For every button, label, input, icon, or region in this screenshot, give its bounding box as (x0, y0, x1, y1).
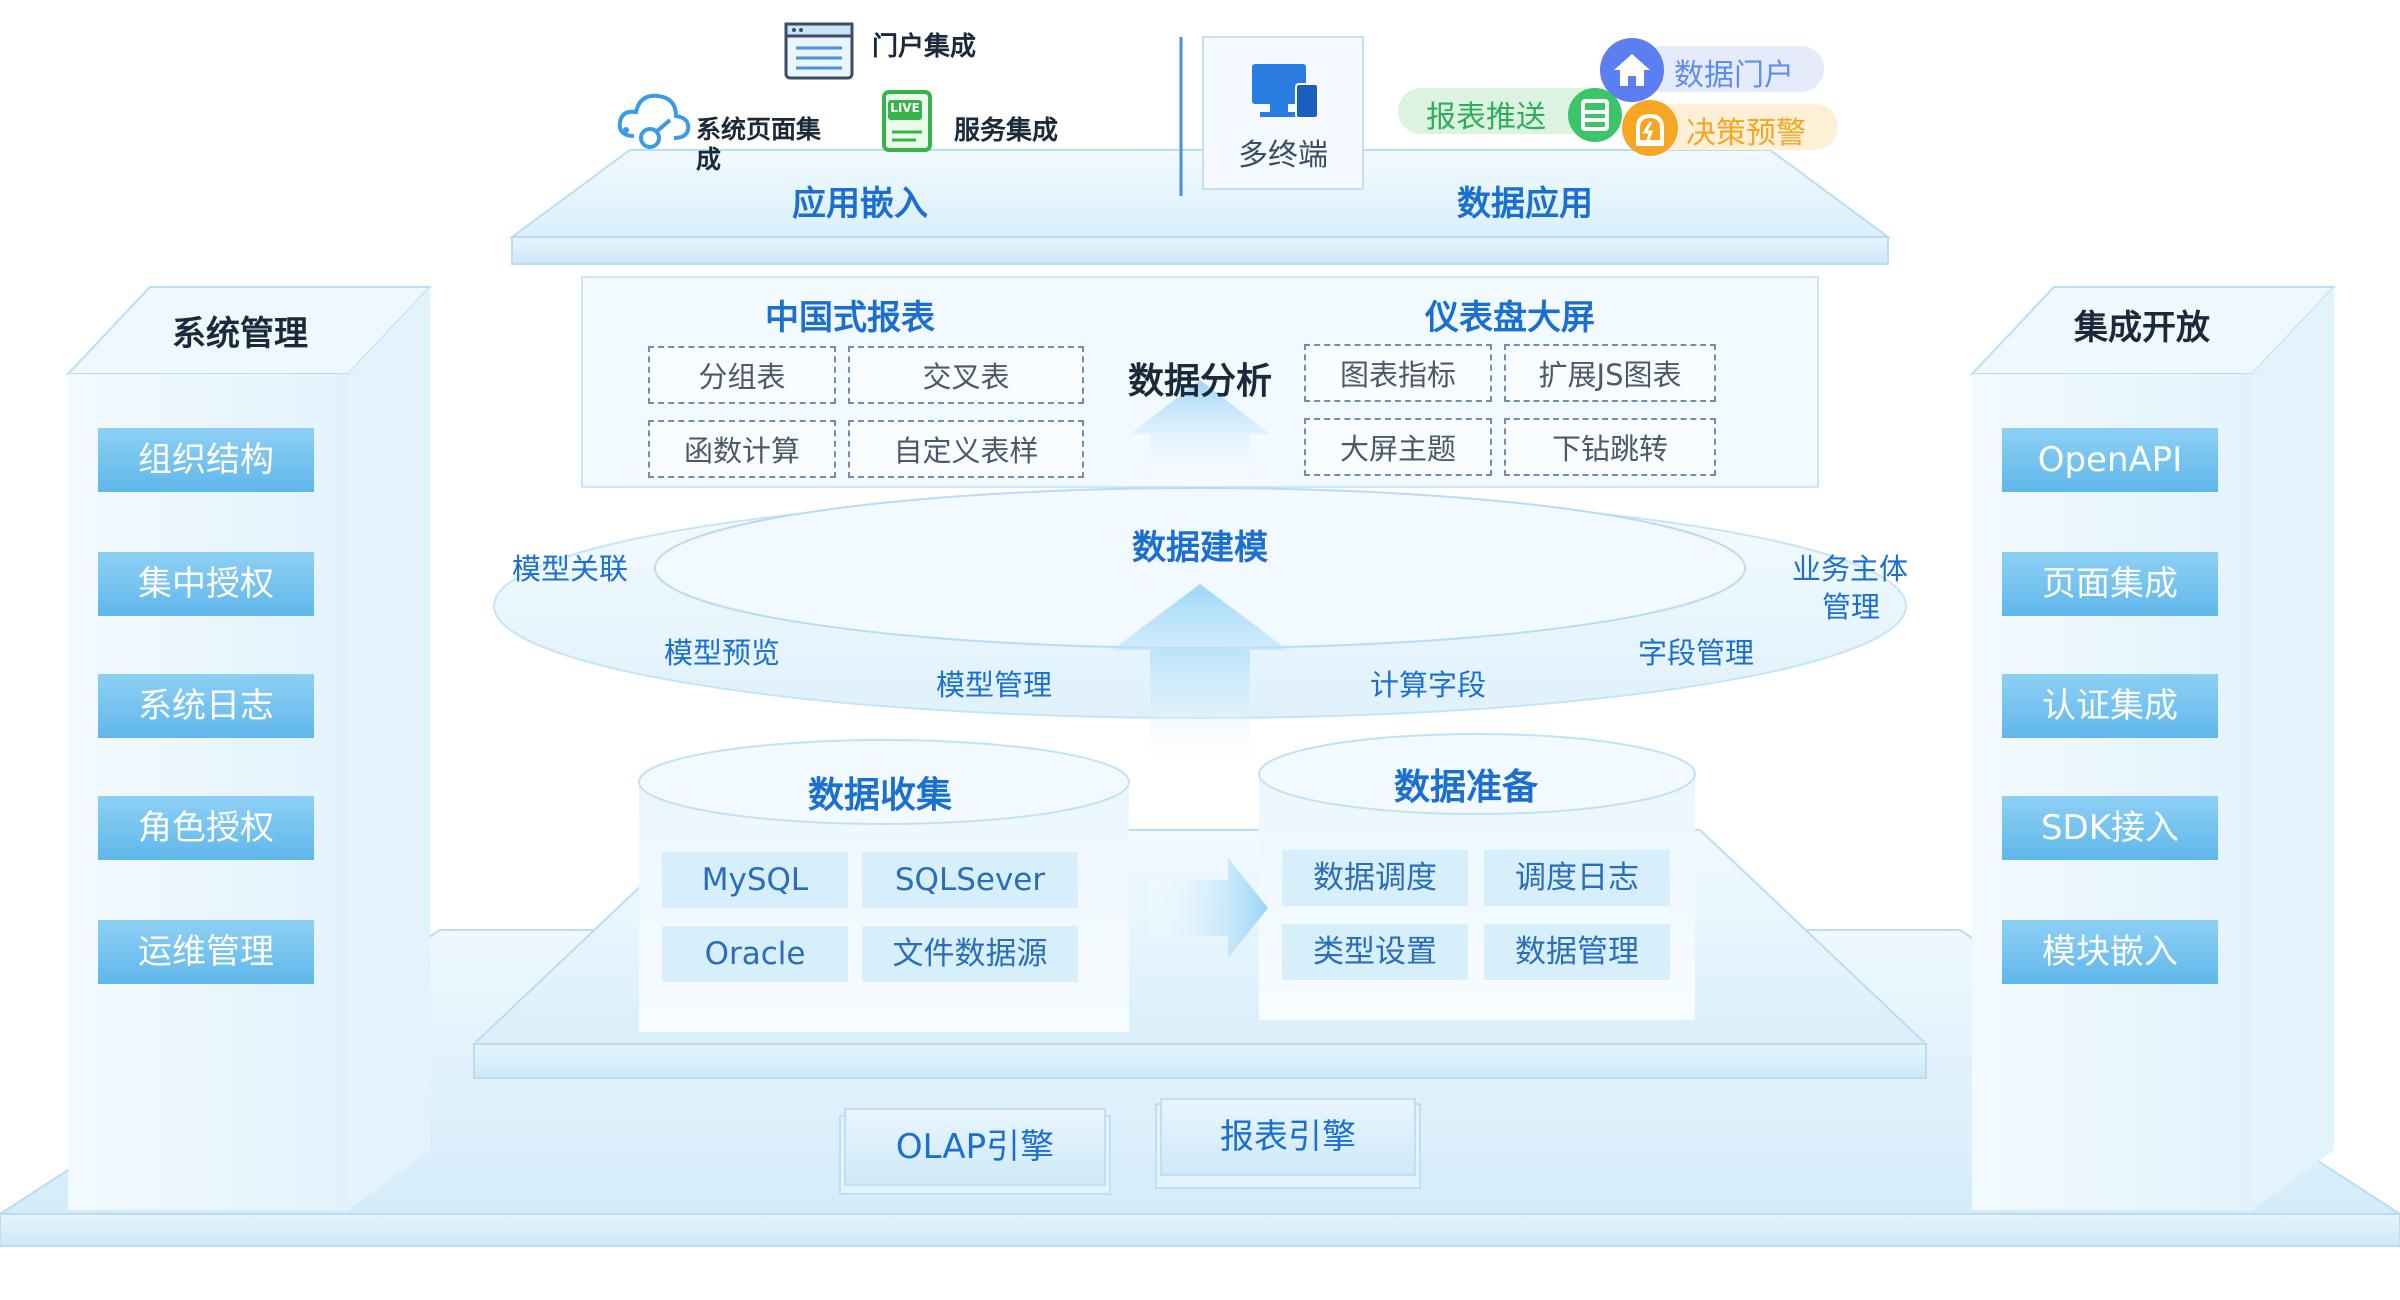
home-icon (1598, 36, 1666, 104)
field-management-label: 字段管理 (1638, 636, 1755, 670)
side-item-role-auth: 角色授权 (98, 796, 314, 860)
multi-terminal-label: 多终端 (1238, 138, 1328, 173)
alarm-bulb-icon (1620, 98, 1680, 158)
data-analysis-title: 数据分析 (1127, 361, 1272, 402)
live-badge-text: LIVE (890, 101, 920, 115)
model-relation-label: 模型关联 (512, 552, 629, 586)
model-preview-label: 模型预览 (664, 636, 781, 670)
side-item-openapi: OpenAPI (2002, 428, 2218, 492)
monitor-icon (1250, 62, 1320, 122)
report-item-group-table: 分组表 (648, 346, 836, 404)
business-subject-label-2: 管理 (1822, 590, 1881, 624)
data-preparation-title: 数据准备 (1393, 767, 1538, 808)
source-file: 文件数据源 (862, 926, 1078, 982)
integration-open-title: 集成开放 (2074, 308, 2210, 348)
data-portal-label: 数据门户 (1674, 58, 1794, 93)
data-modeling-title: 数据建模 (1132, 528, 1268, 568)
report-item-cross-table: 交叉表 (848, 346, 1084, 404)
side-item-system-log: 系统日志 (98, 674, 314, 738)
multi-terminal-box: 多终端 (1202, 36, 1364, 190)
dashboard-item-drill-jump: 下钻跳转 (1504, 418, 1716, 476)
system-page-integration-label-2: 成 (696, 145, 722, 174)
prep-scheduling: 数据调度 (1282, 850, 1468, 906)
dashboard-item-chart-metrics: 图表指标 (1304, 344, 1492, 402)
model-management-label: 模型管理 (936, 668, 1053, 702)
prep-type-settings: 类型设置 (1282, 924, 1468, 980)
business-subject-label-1: 业务主体 (1792, 552, 1909, 586)
cloud-link-icon (614, 86, 694, 154)
live-document-icon: LIVE (878, 88, 936, 156)
side-item-auth-integration: 认证集成 (2002, 674, 2218, 738)
app-embed-title: 应用嵌入 (792, 184, 928, 224)
dashboard-title: 仪表盘大屏 (1425, 298, 1595, 338)
chinese-report-title: 中国式报表 (765, 298, 935, 338)
side-item-module-embed: 模块嵌入 (2002, 920, 2218, 984)
side-item-central-auth: 集中授权 (98, 552, 314, 616)
report-item-function-calc: 函数计算 (648, 420, 836, 478)
system-page-integration-label-1: 系统页面集 (696, 115, 822, 144)
service-integration-label: 服务集成 (954, 116, 1059, 146)
calculated-field-label: 计算字段 (1370, 668, 1487, 702)
browser-window-icon (784, 22, 854, 80)
side-item-ops-management: 运维管理 (98, 920, 314, 984)
prep-schedule-log: 调度日志 (1484, 850, 1670, 906)
source-mysql: MySQL (662, 852, 848, 908)
olap-engine: OLAP引擎 (844, 1108, 1106, 1186)
data-collection-title: 数据收集 (807, 775, 952, 816)
report-item-custom-style: 自定义表样 (848, 420, 1084, 478)
report-push-label: 报表推送 (1426, 100, 1546, 135)
side-item-org-structure: 组织结构 (98, 428, 314, 492)
dashboard-item-screen-theme: 大屏主题 (1304, 418, 1492, 476)
side-item-page-integration: 页面集成 (2002, 552, 2218, 616)
data-app-title: 数据应用 (1457, 184, 1593, 224)
report-push-icon (1566, 86, 1624, 144)
portal-integration-label: 门户集成 (872, 32, 977, 62)
report-engine: 报表引擎 (1160, 1098, 1416, 1176)
data-portal-pill (1640, 46, 1824, 92)
prep-data-management: 数据管理 (1484, 924, 1670, 980)
dashboard-item-extend-js-chart: 扩展JS图表 (1504, 344, 1716, 402)
side-item-sdk-access: SDK接入 (2002, 796, 2218, 860)
source-sqlserver: SQLSever (862, 852, 1078, 908)
decision-alert-label: 决策预警 (1686, 116, 1806, 151)
source-oracle: Oracle (662, 926, 848, 982)
system-management-title: 系统管理 (172, 314, 308, 354)
